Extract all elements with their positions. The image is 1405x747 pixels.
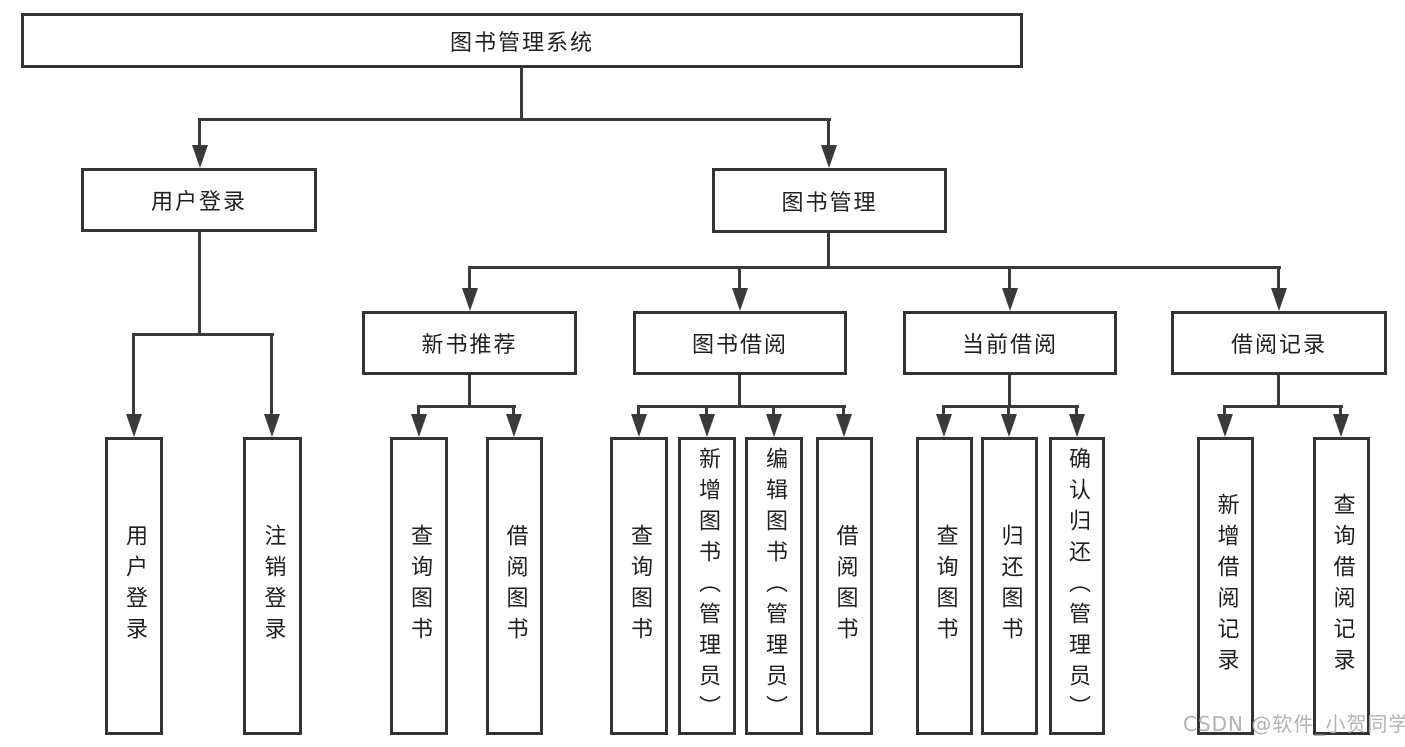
arrowhead-down-icon — [821, 145, 837, 168]
connector-line — [198, 232, 201, 335]
connector-line — [1008, 268, 1011, 299]
arrowhead-down-icon — [631, 414, 647, 437]
node-query-books-recommend: 查询图书 — [390, 437, 448, 735]
connector-line — [1277, 375, 1280, 407]
connector-line — [1223, 405, 1343, 408]
node-label: 图书借阅 — [691, 333, 788, 358]
arrowhead-down-icon — [836, 414, 852, 437]
node-query-borrow-record: 查询借阅记录 — [1313, 437, 1370, 735]
node-query-books-current: 查询图书 — [916, 437, 973, 735]
node-current-borrowing: 当前借阅 — [903, 311, 1117, 375]
connector-line — [132, 335, 135, 425]
node-label: 查询图书 — [627, 524, 652, 648]
connector-line — [637, 405, 846, 408]
node-return-book: 归还图书 — [981, 437, 1038, 735]
arrowhead-down-icon — [506, 414, 522, 437]
node-label: 新增图书（管理员） — [695, 446, 720, 726]
connector-line — [198, 120, 201, 156]
node-add-book-admin: 新增图书（管理员） — [678, 437, 736, 735]
node-root: 图书管理系统 — [21, 13, 1023, 68]
connector-line — [738, 268, 741, 299]
node-label: 编辑图书（管理员） — [762, 446, 787, 726]
arrowhead-down-icon — [1069, 414, 1085, 437]
arrowhead-down-icon — [766, 414, 782, 437]
node-label: 图书管理系统 — [449, 30, 594, 56]
node-label: 归还图书 — [997, 524, 1023, 648]
connector-line — [417, 405, 516, 408]
arrowhead-down-icon — [264, 414, 280, 437]
connector-line — [198, 118, 831, 121]
arrowhead-down-icon — [1333, 414, 1349, 437]
connector-line — [468, 268, 471, 299]
node-borrowing-records: 借阅记录 — [1171, 311, 1387, 375]
node-label: 借阅记录 — [1230, 333, 1327, 358]
arrowhead-down-icon — [126, 414, 142, 437]
csdn-watermark: CSDN @软件_小贺同学 — [1183, 712, 1405, 736]
node-label: 确认归还（管理员） — [1065, 446, 1090, 726]
arrowhead-down-icon — [462, 288, 478, 311]
node-label: 查询图书 — [932, 524, 958, 648]
node-new-book-recommend: 新书推荐 — [362, 311, 577, 375]
node-label: 借阅图书 — [832, 524, 858, 648]
node-label: 借阅图书 — [502, 524, 528, 648]
connector-line — [468, 375, 471, 407]
node-label: 查询图书 — [407, 524, 432, 648]
arrowhead-down-icon — [1271, 288, 1287, 311]
connector-line — [520, 68, 523, 120]
node-label: 用户登录 — [122, 524, 147, 648]
arrowhead-down-icon — [1001, 414, 1017, 437]
arrowhead-down-icon — [936, 414, 952, 437]
connector-line — [1277, 268, 1280, 299]
node-logout-leaf: 注销登录 — [243, 437, 302, 735]
connector-line — [132, 333, 274, 336]
node-label: 图书管理 — [781, 190, 878, 216]
node-label: 新书推荐 — [421, 333, 518, 358]
node-label: 当前借阅 — [961, 333, 1058, 358]
node-label: 注销登录 — [260, 524, 286, 648]
node-label: 用户登录 — [150, 190, 247, 215]
connector-line — [270, 335, 273, 425]
node-book-management: 图书管理 — [712, 168, 947, 233]
connector-line — [942, 405, 1079, 408]
connector-line — [1008, 375, 1011, 407]
node-user-login: 用户登录 — [81, 168, 317, 232]
arrowhead-down-icon — [732, 288, 748, 311]
node-add-borrow-record: 新增借阅记录 — [1197, 437, 1254, 735]
connector-line — [738, 375, 741, 407]
arrowhead-down-icon — [411, 414, 427, 437]
arrowhead-down-icon — [1217, 414, 1233, 437]
node-book-borrowing: 图书借阅 — [633, 311, 847, 375]
arrowhead-down-icon — [1002, 288, 1018, 311]
node-label: 新增借阅记录 — [1213, 493, 1239, 679]
connector-line — [827, 233, 830, 268]
node-borrow-books-recommend: 借阅图书 — [486, 437, 543, 735]
node-borrow-books-borrowing: 借阅图书 — [816, 437, 873, 735]
node-query-books-borrowing: 查询图书 — [610, 437, 668, 735]
node-edit-book-admin: 编辑图书（管理员） — [745, 437, 803, 735]
connector-line — [468, 266, 1281, 269]
node-user-login-leaf: 用户登录 — [105, 437, 163, 735]
arrowhead-down-icon — [699, 414, 715, 437]
connector-line — [827, 120, 830, 156]
node-label: 查询借阅记录 — [1329, 493, 1355, 679]
arrowhead-down-icon — [192, 145, 208, 168]
node-confirm-return-admin: 确认归还（管理员） — [1049, 437, 1105, 735]
